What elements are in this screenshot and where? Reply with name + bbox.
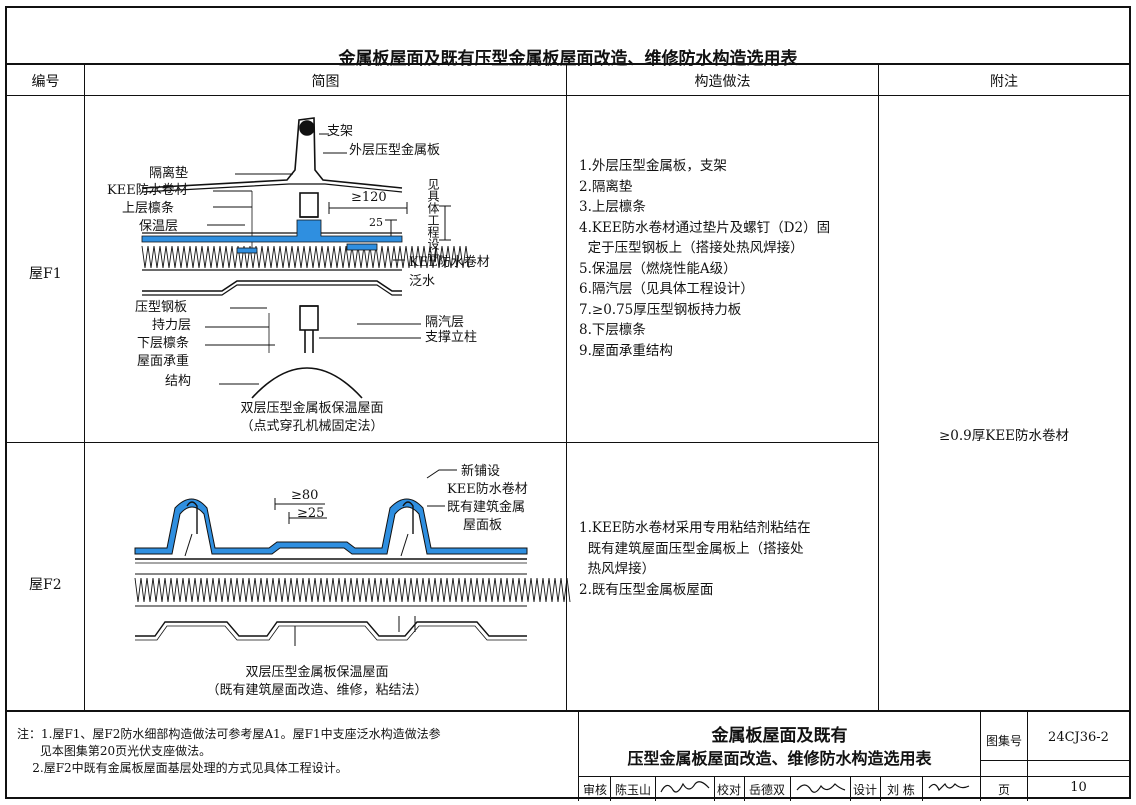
f1-label-structure-2: 结构	[165, 374, 192, 389]
f1-label-structure: 屋面承重	[137, 354, 190, 369]
f1-dim-25: 25	[369, 216, 383, 229]
shared-note: ≥0.9厚KEE防水卷材	[938, 428, 1070, 444]
tb-cell-5	[790, 777, 791, 801]
f2-label-existing: 既有建筑金属	[447, 500, 526, 515]
f1-label-kee: KEE防水卷材	[107, 183, 188, 198]
tb-cell-2	[655, 777, 656, 801]
tb-cell-3	[714, 777, 715, 801]
f2-kee-membrane	[134, 498, 528, 555]
tb-cell-8	[922, 777, 923, 801]
f1-section-drawing	[141, 117, 470, 399]
method-f2: 1.KEE防水卷材采用专用粘结剂粘结在 既有建筑屋面压型金属板上（搭接处 热风焊…	[579, 520, 811, 598]
tb-design-name: 刘 栋	[887, 783, 915, 797]
tb-design-signature	[928, 782, 970, 792]
method-f1: 1.外层压型金属板，支架 2.隔离垫 3.上层檩条 4.KEE防水卷材通过垫片及…	[579, 158, 831, 359]
footnote: 注：1.屋F1、屋F2防水细部构造做法可参考屋A1。屋F1中支座泛水构造做法参 …	[17, 727, 441, 775]
f1-label-insulation: 保温层	[139, 219, 179, 234]
f2-caption: 双层压型金属板保温屋面 （既有建筑屋面改造、维修，粘结法）	[157, 664, 477, 700]
f2-label-roof-panel: 屋面板	[463, 518, 503, 533]
row-id-f1: 屋F1	[29, 266, 62, 282]
f1-caption-line2: （点式穿孔机械固定法）	[240, 419, 384, 434]
f1-label-support-post: 支撑立柱	[425, 330, 478, 345]
row-divider	[7, 442, 878, 443]
f1-dim-120: ≥120	[351, 190, 387, 205]
tb-divider-4	[980, 760, 1027, 761]
tb-divider-1	[980, 712, 981, 801]
tb-review-label: 审核	[582, 783, 607, 797]
f2-label-new: 新铺设	[461, 464, 501, 479]
f2-lower-deck	[135, 621, 527, 637]
f2-section-drawing	[134, 469, 571, 646]
f1-label-kee-flashing: KEE防水卷材	[409, 255, 490, 270]
drawing-sheet: 金属板屋面及既有压型金属板屋面改造、维修防水构造选用表 编号 简图 构造做法 附…	[5, 6, 1131, 801]
f1-label-outer-panel: 外层压型金属板	[349, 143, 441, 158]
f1-caption-line1: 双层压型金属板保温屋面	[240, 401, 384, 416]
tb-design-label: 设计	[852, 783, 877, 797]
f2-caption-line1: 双层压型金属板保温屋面	[245, 665, 389, 680]
f1-label-steel-deck: 压型钢板	[135, 300, 188, 315]
tb-left-border	[578, 712, 579, 801]
tb-check-name: 岳德双	[748, 783, 785, 797]
tb-cell-7	[880, 777, 881, 801]
tb-review-signature	[660, 781, 710, 793]
f1-label-bearing-layer: 持力层	[152, 318, 192, 333]
header-bottom-border	[7, 95, 1129, 96]
f2-label-kee: KEE防水卷材	[447, 482, 528, 497]
bracket-head	[299, 120, 315, 136]
f1-label-lower-purlin: 下层檩条	[137, 336, 190, 351]
header-note: 附注	[990, 74, 1018, 90]
tb-divider-2	[1027, 712, 1028, 801]
tb-review-name: 陈玉山	[614, 783, 651, 797]
tb-page-no: 10	[1070, 780, 1087, 795]
col-divider-3	[878, 63, 879, 710]
table-top-border	[7, 63, 1129, 65]
f2-dim-80: ≥80	[291, 488, 319, 503]
tb-cell-4	[744, 777, 745, 801]
header-id: 编号	[31, 74, 60, 90]
tb-divider-3	[1027, 760, 1129, 761]
header-method: 构造做法	[694, 74, 751, 90]
f1-label-isolation-pad: 隔离垫	[149, 166, 189, 181]
f1-kee-membrane	[141, 219, 403, 243]
table-bottom-border	[7, 710, 1129, 712]
tb-atlas-no: 24CJ36-2	[1048, 730, 1109, 745]
structure-arc	[251, 367, 363, 399]
tb-check-label: 校对	[716, 783, 741, 797]
tb-title-line1: 金属板屋面及既有	[711, 726, 848, 746]
f1-label-flashing: 泛水	[409, 274, 436, 289]
tb-page-label: 页	[997, 783, 1010, 797]
tb-cell-1	[610, 777, 611, 801]
f2-dim-25: ≥25	[297, 506, 325, 521]
tb-check-signature	[796, 783, 846, 793]
f1-caption: 双层压型金属板保温屋面 （点式穿孔机械固定法）	[187, 400, 437, 436]
f2-caption-line2: （既有建筑屋面改造、维修，粘结法）	[206, 683, 428, 698]
outer-panel-line	[141, 117, 403, 189]
f1-label-vapor-barrier: 隔汽层	[425, 315, 465, 330]
col-divider-2	[566, 63, 567, 710]
f1-label-bracket: 支架	[327, 124, 354, 139]
f1-label-see-design: 见具体工程设计	[426, 178, 440, 262]
steel-deck	[142, 280, 402, 292]
tb-cell-6	[850, 777, 851, 801]
table-title: 金属板屋面及既有压型金属板屋面改造、维修防水构造选用表	[338, 49, 798, 69]
header-sketch: 简图	[311, 74, 340, 90]
row-id-f2: 屋F2	[29, 577, 62, 593]
col-divider-1	[84, 63, 85, 710]
tb-row-divider	[578, 776, 1129, 777]
f1-label-upper-purlin: 上层檩条	[122, 201, 175, 216]
tb-atlas-label: 图集号	[985, 734, 1022, 748]
tb-title-line2: 压型金属板屋面改造、维修防水构造选用表	[627, 749, 932, 768]
